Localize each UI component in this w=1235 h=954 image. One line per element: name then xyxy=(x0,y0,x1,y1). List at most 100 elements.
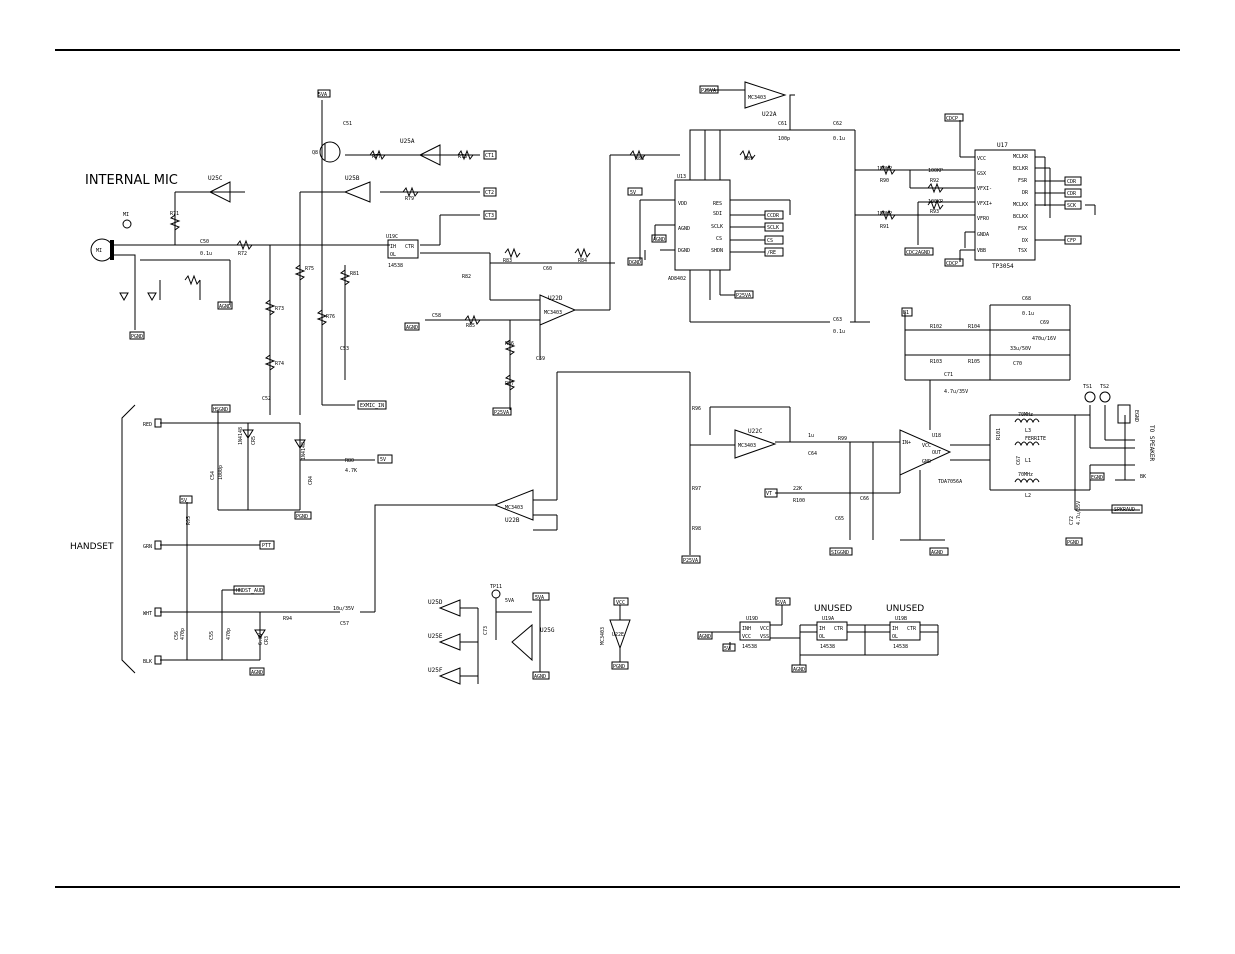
u25c-buffer: U25C xyxy=(208,175,231,203)
svg-text:DX: DX xyxy=(1022,238,1028,244)
svg-text:70MHz: 70MHz xyxy=(1018,472,1033,478)
svg-text:U19D: U19D xyxy=(746,616,758,622)
svg-text:470p: 470p xyxy=(226,628,232,640)
grn-wire-label: GRN xyxy=(143,544,152,550)
r83-label: R83 xyxy=(503,258,512,264)
diode-cr2 xyxy=(147,292,157,302)
svg-text:14538: 14538 xyxy=(742,644,757,650)
c50-value: 0.1u xyxy=(200,251,212,257)
svg-text:C73: C73 xyxy=(483,626,489,635)
test-points: TS1 TS2 TP11 xyxy=(490,384,1111,599)
svg-text:OL: OL xyxy=(390,252,396,258)
r89-label: R89 xyxy=(744,156,753,162)
svg-text:SIGGND: SIGGND xyxy=(831,550,849,556)
to-speaker-label: TO SPEAKER xyxy=(1148,425,1155,462)
svg-text:C56: C56 xyxy=(174,631,180,640)
u25b-buffer: U25B xyxy=(343,175,371,203)
svg-text:RES: RES xyxy=(713,201,722,207)
r92-label: R92 xyxy=(930,178,939,184)
svg-text:C64: C64 xyxy=(808,451,817,457)
svg-text:L3: L3 xyxy=(1025,428,1031,434)
r84-label: R84 xyxy=(578,258,587,264)
svg-text:TS2: TS2 xyxy=(1100,384,1109,390)
svg-text:CS: CS xyxy=(716,236,722,242)
p25va-top-box xyxy=(699,85,719,94)
svg-text:R102: R102 xyxy=(930,324,942,330)
svg-text:TSX: TSX xyxy=(1018,248,1027,254)
r85-label: R85 xyxy=(466,323,475,329)
speaker-connector xyxy=(1117,404,1131,424)
svg-text:AGND: AGND xyxy=(931,550,943,556)
svg-text:R94: R94 xyxy=(283,616,292,622)
r71-label: R71 xyxy=(170,211,179,217)
u13-ad8402: U13 AD8402 VDD AGND DGND RES SDI SCLK CS… xyxy=(668,174,731,282)
r79-label: R79 xyxy=(405,196,414,202)
svg-text:AGND: AGND xyxy=(699,634,711,640)
svg-text:14538: 14538 xyxy=(388,263,403,269)
svg-text:R98: R98 xyxy=(692,526,701,532)
svg-text:C69: C69 xyxy=(1040,320,1049,326)
u22e-unused: VCC PGND U22E MC3403 xyxy=(600,597,631,670)
svg-text:TP3054: TP3054 xyxy=(992,263,1014,270)
u22c-opamp: MC3403 U22C xyxy=(734,428,777,459)
r78-label: R78 xyxy=(458,154,467,160)
svg-text:4.7u/35V: 4.7u/35V xyxy=(944,389,968,395)
red-wire-label: RED xyxy=(143,422,152,428)
inductors: L3 L1 L2 70MHz 70MHz FERRITE xyxy=(1014,412,1046,499)
mic-area-grounds: AGND PGND AGND P25VA EXMIC_IN xyxy=(129,301,512,416)
ct-connectors: CT1 CT2 CT3 xyxy=(483,150,497,220)
svg-text:BCLKX: BCLKX xyxy=(1013,214,1028,220)
mic-wire-1 xyxy=(113,215,176,246)
microphone-symbol: MI xyxy=(90,238,114,262)
svg-text:U22A: U22A xyxy=(762,111,777,118)
u25-unused-gates: U25D U25E U25F U25G 5VA 5VA AGND C73 xyxy=(428,592,555,685)
r75-label: R75 xyxy=(305,266,314,272)
u13-side-labels: 5V AGND DGND P25VA CCDR SCLK CS /RE xyxy=(627,187,784,299)
svg-text:FSX: FSX xyxy=(1018,226,1027,232)
svg-text:1N4148: 1N4148 xyxy=(238,427,244,445)
r90-label: R90 xyxy=(880,178,889,184)
svg-text:EGND: EGND xyxy=(1091,475,1103,481)
svg-text:AGND: AGND xyxy=(653,237,665,243)
svg-text:MC3403: MC3403 xyxy=(748,95,766,101)
svg-text:CS: CS xyxy=(767,238,773,244)
svg-text:P25VA: P25VA xyxy=(494,410,509,416)
r93-label: R93 xyxy=(930,209,939,215)
svg-text:IN+: IN+ xyxy=(902,440,911,446)
svg-text:R97: R97 xyxy=(692,486,701,492)
svg-text:/RE: /RE xyxy=(767,250,776,256)
svg-text:IH: IH xyxy=(390,244,396,250)
handset-title: HANDSET xyxy=(70,542,114,552)
svg-text:HSGND: HSGND xyxy=(213,407,228,413)
svg-text:IH: IH xyxy=(892,626,898,632)
svg-text:U25C: U25C xyxy=(208,175,223,182)
svg-text:470p: 470p xyxy=(180,628,186,640)
svg-text:MI: MI xyxy=(96,248,102,254)
c61-value: 100p xyxy=(778,136,790,142)
svg-text:5V: 5V xyxy=(380,457,386,463)
svg-text:14538: 14538 xyxy=(893,644,908,650)
svg-text:SDI: SDI xyxy=(713,211,722,217)
svg-text:470u/16V: 470u/16V xyxy=(1032,336,1056,342)
c61-label: C61 xyxy=(778,121,787,127)
u19c-chip: U19C IH CTR OL 14538 xyxy=(386,234,419,269)
svg-text:CT3: CT3 xyxy=(485,213,494,219)
svg-text:C70: C70 xyxy=(1013,361,1022,367)
svg-text:PTT: PTT xyxy=(262,543,271,549)
svg-text:AGND: AGND xyxy=(406,325,418,331)
r93-value: 100KP xyxy=(928,199,943,205)
mic-label: MI xyxy=(123,212,129,218)
svg-text:U25A: U25A xyxy=(400,138,415,145)
unused-title-1: UNUSED xyxy=(814,604,852,614)
svg-text:U22C: U22C xyxy=(748,428,763,435)
svg-text:VFXI+: VFXI+ xyxy=(977,201,992,207)
r76-label: R76 xyxy=(326,314,335,320)
svg-text:U19B: U19B xyxy=(895,616,907,622)
svg-text:U25F: U25F xyxy=(428,667,443,674)
svg-text:IH: IH xyxy=(819,626,825,632)
svg-text:CT1: CT1 xyxy=(485,153,494,159)
wht-wire-label: WHT xyxy=(143,611,152,617)
svg-text:CFP: CFP xyxy=(1067,238,1076,244)
r81-label: R81 xyxy=(350,271,359,277)
